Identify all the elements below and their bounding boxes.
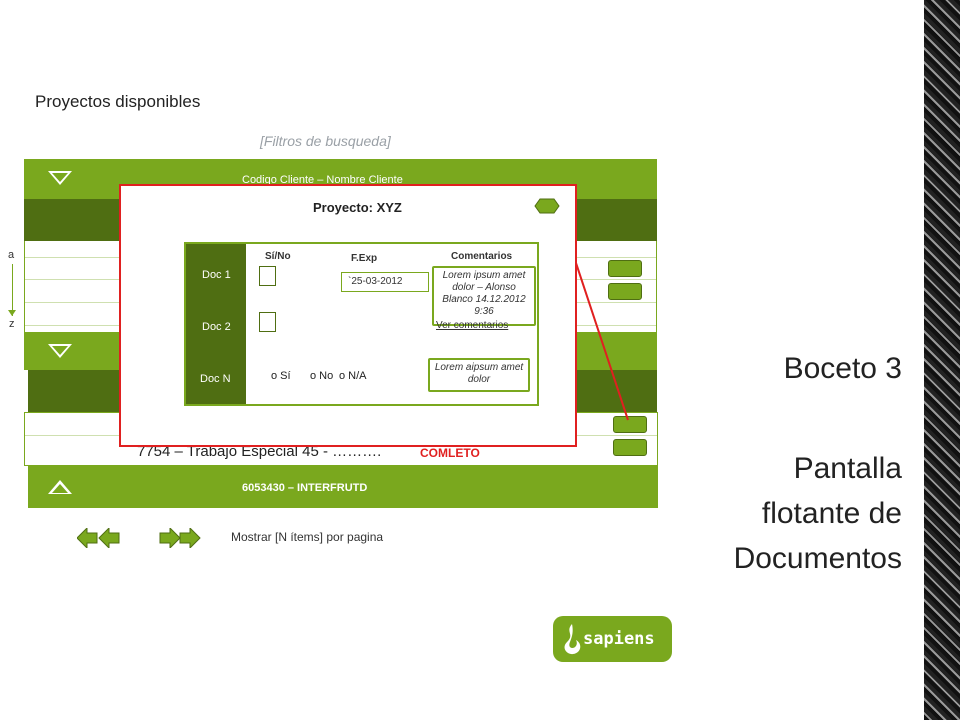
expiry-date-field[interactable]: `25-03-2012 [341,272,429,292]
collapse-icon[interactable] [48,171,72,185]
status-badge: COMLETO [420,446,480,460]
project-row-text: 7754 – Trabajo Especial 45 - ………. [137,443,382,460]
page-title: Proyectos disponibles [35,92,201,111]
sort-z-label: z [9,318,15,330]
radio-si[interactable]: o Sí [271,370,291,382]
row-action-button[interactable] [613,416,647,433]
comment-note[interactable]: Lorem ipsum amet dolor – Alonso Blanco 1… [432,266,536,326]
comment-note[interactable]: Lorem aipsum amet dolor [428,358,530,392]
sort-a-label: a [8,249,15,261]
row-action-button[interactable] [608,260,642,277]
doc-label[interactable]: Doc 2 [202,321,231,333]
sort-arrow-icon[interactable] [12,264,13,316]
doc-label[interactable]: Doc N [200,373,231,385]
client-group-title: 6053430 – INTERFRUTD [242,482,368,494]
decorative-border [924,0,960,720]
close-modal-icon[interactable] [534,198,560,214]
radio-na[interactable]: o N/A [339,370,367,382]
client-group-title: Codigo Cliente – Nombre Cliente [242,174,403,186]
flame-icon [564,624,581,655]
documents-sidebar: Doc 1 Doc 2 Doc N [186,244,246,404]
doc2-checkbox[interactable] [259,312,276,332]
sort-arrow-head-icon [8,310,16,316]
last-page-icon[interactable] [158,528,202,548]
col-sino-header: Sí/No [265,251,291,262]
modal-title: Proyecto: XYZ [313,200,402,215]
row-action-button[interactable] [613,439,647,456]
doc1-checkbox[interactable] [259,266,276,286]
logo-text: sapiens [583,629,655,649]
items-per-page-label[interactable]: Mostrar [N ítems] por pagina [231,530,384,544]
row-action-button[interactable] [608,283,642,300]
doc-label[interactable]: Doc 1 [202,269,231,281]
documents-modal: Proyecto: XYZ Doc 1 Doc 2 Doc N Sí/No F.… [119,184,577,447]
slide-subtitle: Pantalla flotante de Documentos [733,452,902,575]
sapiens-logo: sapiens [553,616,672,662]
slide-heading: Boceto 3 [783,352,902,385]
documents-panel: Doc 1 Doc 2 Doc N Sí/No F.Exp Comentario… [184,242,539,406]
expand-icon[interactable] [48,480,72,494]
client-group-header[interactable]: 6053430 – INTERFRUTD [28,466,658,508]
col-comments-header: Comentarios [451,251,513,262]
col-fexp-header: F.Exp [351,253,378,264]
search-filters-link[interactable]: [Filtros de busqueda] [260,133,391,149]
collapse-icon[interactable] [48,344,72,358]
connector-line [574,259,629,421]
first-page-icon[interactable] [77,528,121,548]
radio-no[interactable]: o No [310,370,334,382]
view-comments-link[interactable]: Ver comentarios [436,320,509,331]
